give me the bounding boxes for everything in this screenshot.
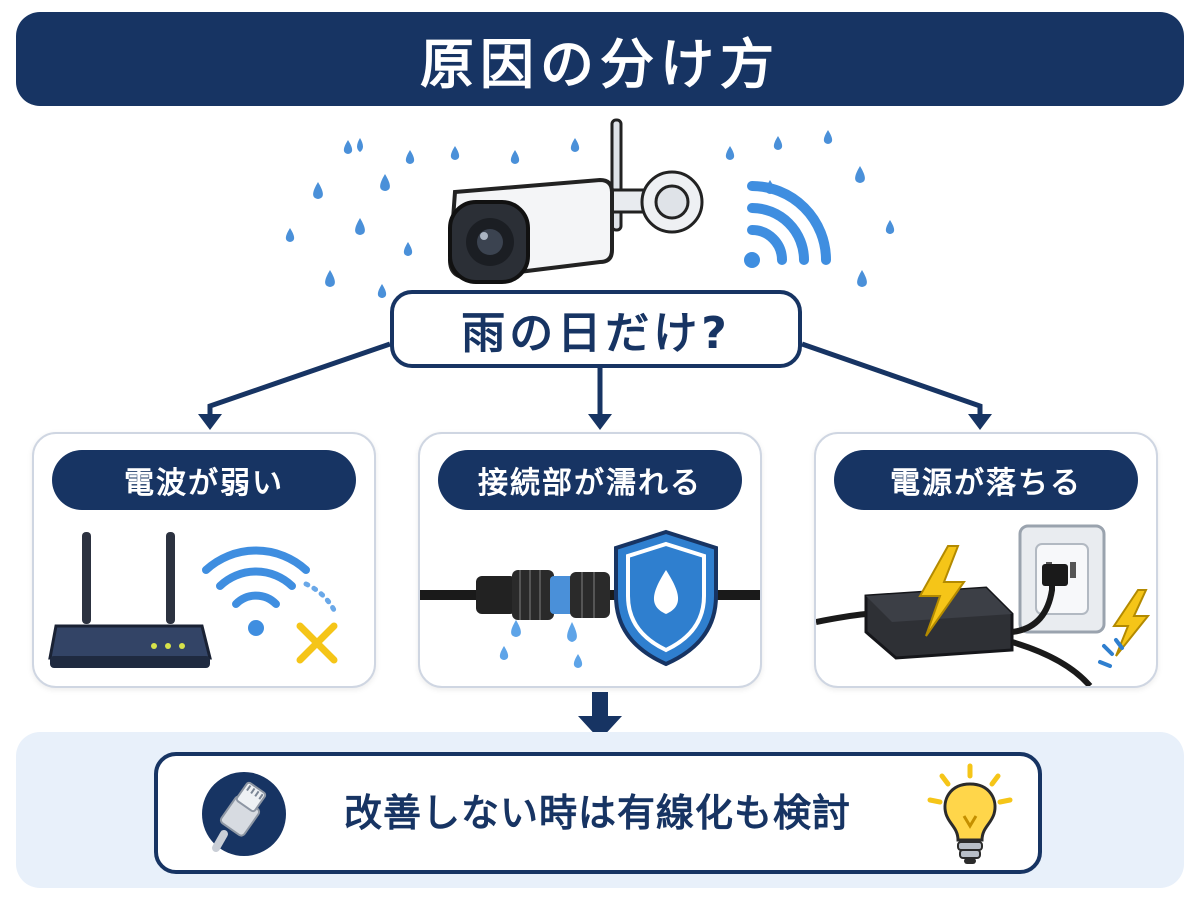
- security-camera-icon: [447, 118, 704, 284]
- question-box: 雨の日だけ?: [390, 290, 802, 368]
- wifi-signal-icon: [744, 181, 831, 268]
- router-icon: [48, 532, 212, 668]
- cause-label-pill: 電源が落ちる: [834, 450, 1138, 510]
- lightbulb-icon: [927, 763, 1013, 864]
- question-text: 雨の日だけ?: [461, 308, 731, 359]
- advice-box: 改善しない時は有線化も検討: [154, 752, 1042, 874]
- cause-panel-power-failure: 電源が落ちる: [814, 432, 1158, 688]
- power-failure-illustration: [816, 524, 1151, 686]
- rain-camera-scene: [285, 118, 895, 298]
- cable-connector-icon: [476, 570, 610, 620]
- cause-label: 電源が落ちる: [890, 466, 1082, 501]
- cause-label: 接続部が濡れる: [478, 466, 702, 501]
- branch-arrows: [198, 341, 992, 430]
- down-arrow-icon: [578, 692, 622, 740]
- shield-icon: [614, 529, 718, 667]
- water-drop-icon: [499, 620, 583, 668]
- ethernet-cable-icon: [202, 772, 286, 856]
- title-banner: 原因の分け方: [16, 12, 1184, 106]
- wifi-icon: [202, 546, 339, 636]
- wet-connection-illustration: [420, 529, 760, 668]
- weak-signal-illustration: [48, 532, 339, 668]
- cross-icon: [296, 622, 338, 664]
- cause-label-pill: 接続部が濡れる: [438, 450, 742, 510]
- lightning-icon: [918, 545, 1151, 657]
- advice-text: 改善しない時は有線化も検討: [344, 791, 852, 835]
- cause-panel-wet-connection: 接続部が濡れる: [418, 432, 762, 688]
- cause-label: 電波が弱い: [124, 466, 284, 501]
- spark-lines: [1098, 638, 1124, 668]
- cause-label-pill: 電波が弱い: [52, 450, 356, 510]
- cause-panel-weak-signal: 電波が弱い: [32, 432, 376, 688]
- page-title: 原因の分け方: [420, 32, 780, 96]
